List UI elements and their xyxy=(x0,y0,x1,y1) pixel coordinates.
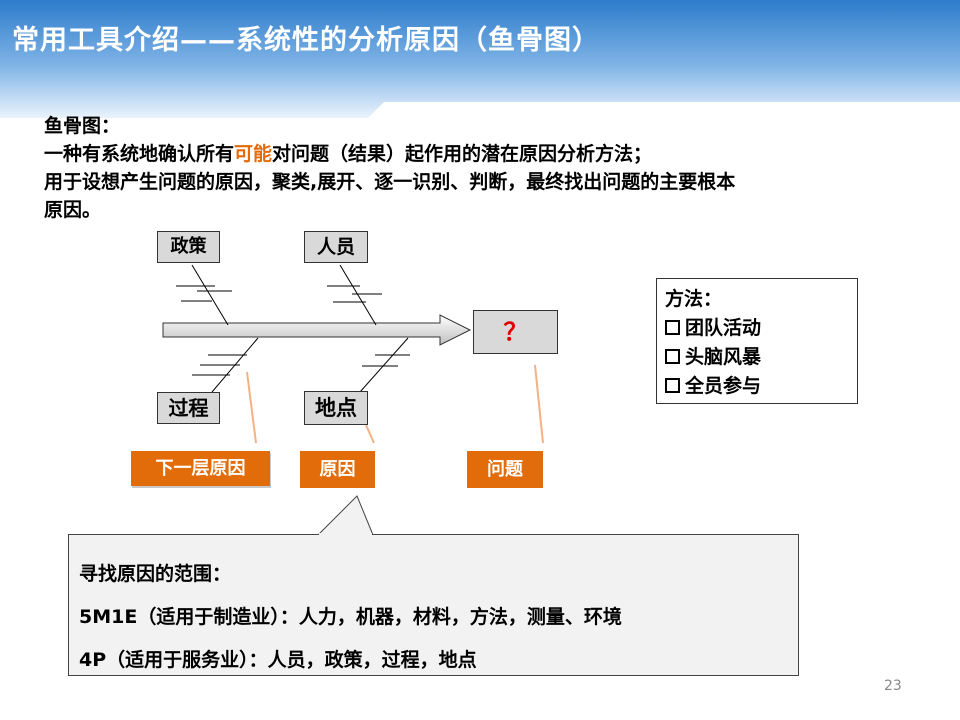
label-problem: 问题 xyxy=(467,451,543,488)
method-title: 方法： xyxy=(665,288,723,310)
intro-line-3: 用于设想产生问题的原因，聚类,展开、逐一识别、判断，最终找出问题的主要根本 xyxy=(44,171,736,193)
intro-text: 鱼骨图： 一种有系统地确认所有可能对问题（结果）起作用的潜在原因分析方法； 用于… xyxy=(44,112,934,224)
category-box-policy: 政策 xyxy=(157,231,220,263)
method-item: 头脑风暴 xyxy=(665,343,857,372)
bone-bottom-right xyxy=(359,337,409,393)
category-box-place: 地点 xyxy=(304,391,368,425)
intro-line-2-prefix: 一种有系统地确认所有 xyxy=(44,143,235,165)
page-title: 常用工具介绍——系统性的分析原因（鱼骨图） xyxy=(12,25,600,56)
pointer-sub-cause xyxy=(246,371,257,444)
pointer-problem xyxy=(534,364,544,444)
method-item: 全员参与 xyxy=(665,372,857,401)
method-box: 方法： 团队活动 头脑风暴 全员参与 xyxy=(656,278,858,404)
intro-line-4: 原因。 xyxy=(44,199,102,221)
intro-line-2: 一种有系统地确认所有可能对问题（结果）起作用的潜在原因分析方法； xyxy=(44,140,934,168)
label-cause: 原因 xyxy=(300,451,375,488)
intro-line-2-suffix: 对问题（结果）起作用的潜在原因分析方法； xyxy=(272,143,653,165)
label-sub-cause: 下一层原因 xyxy=(131,451,270,486)
intro-line-1: 鱼骨图： xyxy=(44,115,121,137)
intro-highlight: 可能 xyxy=(234,143,273,165)
bone-top-left xyxy=(191,264,229,326)
category-box-process: 过程 xyxy=(157,392,220,424)
header-band xyxy=(0,0,960,118)
scope-title: 寻找原因的范围： xyxy=(79,563,232,585)
callout-joint xyxy=(319,533,372,536)
page-number: 23 xyxy=(884,678,902,694)
scope-5m1e: 5M1E（适用于制造业）：人力，机器，材料，方法，测量、环境 xyxy=(79,606,622,628)
problem-head-box: ？ xyxy=(473,310,558,354)
scope-callout-box: 寻找原因的范围： 5M1E（适用于制造业）：人力，机器，材料，方法，测量、环境 … xyxy=(68,534,799,676)
category-box-people: 人员 xyxy=(304,231,368,263)
bone-top-right xyxy=(339,264,377,326)
pointer-cause xyxy=(365,424,375,444)
scope-4p: 4P（适用于服务业）：人员，政策，过程，地点 xyxy=(79,649,477,671)
spine-arrow xyxy=(162,314,472,346)
method-item: 团队活动 xyxy=(665,314,857,343)
callout-connector xyxy=(317,495,374,536)
